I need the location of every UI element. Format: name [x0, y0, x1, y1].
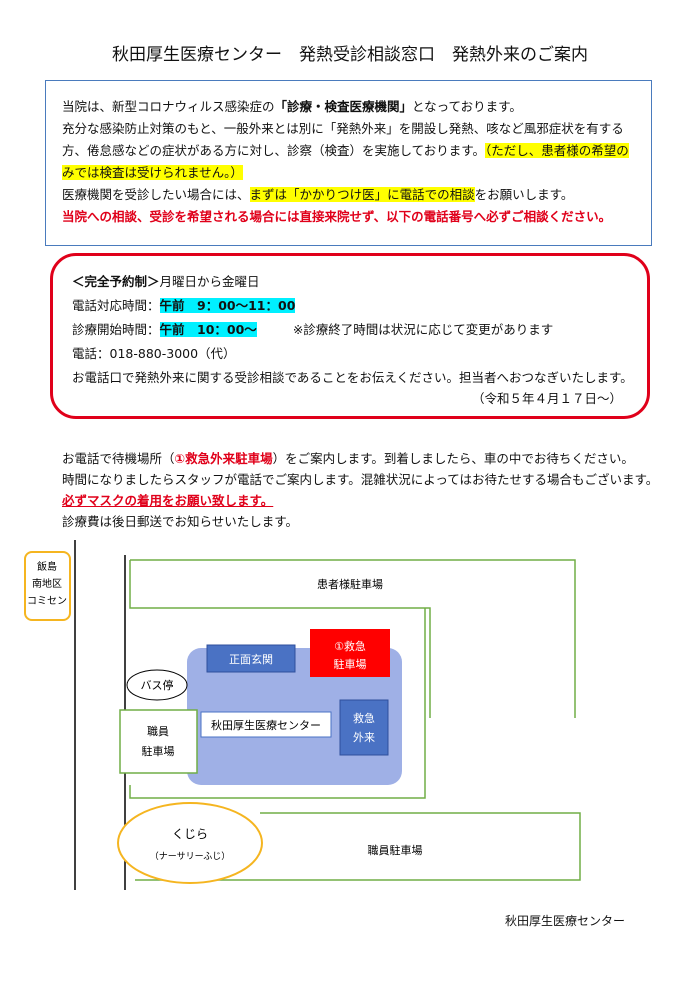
page-title: 秋田厚生医療センター 発熱受診相談窓口 発熱外来のご案内 — [112, 45, 588, 65]
kujira-sub-label: （ナーサリーふじ） — [150, 851, 230, 862]
er-parking-l2: 駐車場 — [334, 657, 367, 671]
community-center-box — [24, 551, 71, 621]
er-l1: 救急 — [353, 711, 375, 725]
schedule-text: ＜完全予約制＞月曜日から金曜日 電話対応時間：午前 9：00～11：00 診療開… — [72, 270, 633, 390]
fee-notice: 診療費は後日郵送でお知らせいたします。 — [62, 514, 299, 529]
wait-line1a: お電話で待機場所（ — [62, 451, 175, 466]
designation: 「診療・検査医療機関」 — [274, 99, 413, 114]
info-line4: みでは検査は受けられません。） — [62, 165, 243, 180]
info-line5a: 医療機関を受診したい場合には、 — [62, 187, 250, 202]
info-text: 当院は、新型コロナウィルス感染症の「診療・検査医療機関」となっております。 充分… — [62, 96, 652, 228]
footer-hospital-name: 秋田厚生医療センター — [505, 914, 626, 928]
staff-parking-small-box — [119, 709, 198, 774]
phone-number: 電話：018-880-3000（代） — [72, 346, 236, 361]
phone-hours-label: 電話対応時間： — [72, 298, 160, 313]
main-entrance-label: 正面玄関 — [229, 652, 273, 666]
site-map: 飯島 南地区 コミセン 患者様駐車場 正面玄関 ①救急 駐車場 バス停 職員 駐… — [24, 540, 581, 890]
wait-line1c: ）をご案内します。到着しましたら、車の中でお待ちください。 — [272, 451, 634, 466]
er-parking-box — [310, 629, 390, 677]
er-parking-l1: ①救急 — [334, 639, 366, 653]
staff-parking-large-outline — [135, 812, 581, 881]
bus-stop-oval — [126, 669, 188, 701]
community-center-l1: 飯島 — [37, 560, 57, 573]
schedule-heading: ＜完全予約制＞ — [72, 274, 160, 289]
schedule-instruction: お電話口で発熱外来に関する受診相談であることをお伝えください。担当者へおつなぎい… — [72, 370, 633, 385]
er-l2: 外来 — [353, 731, 375, 744]
waiting-text: お電話で待機場所（①救急外来駐車場）をご案内します。到着しましたら、車の中でお待… — [62, 448, 662, 532]
info-line1a: 当院は、新型コロナウィルス感染症の — [62, 99, 275, 114]
info-box — [45, 80, 652, 246]
info-line5b: まずは「かかりつけ医」に電話での相談 — [249, 187, 475, 202]
info-line5c: をお願いします。 — [474, 187, 574, 202]
phone-hours: 午前 9：00～11：00 — [159, 298, 296, 313]
bus-stop-label: バス停 — [141, 678, 174, 692]
wait-line2: 時間になりましたらスタッフが電話でご案内します。混雑状況によってはお待たせする場… — [62, 472, 659, 487]
info-line2: 充分な感染防止対策のもと、一般外来とは別に「発熱外来」を開設し発熱、咳など風邪症… — [62, 121, 624, 136]
info-line3a: 方、倦怠感などの症状がある方に対し、診察（検査）を実施しております。 — [62, 143, 486, 158]
er-parking-ref: ①救急外来駐車場 — [174, 451, 273, 466]
hospital-name-box — [200, 711, 332, 738]
patient-parking-outline-top — [130, 559, 576, 718]
kujira-label: くじら — [172, 827, 208, 841]
patient-parking-label: 患者様駐車場 — [317, 577, 383, 591]
info-line3b: （ただし、患者様の希望の — [485, 143, 629, 158]
er-box — [339, 699, 389, 756]
staff-parking-small-l2: 駐車場 — [142, 744, 175, 758]
kujira-oval — [117, 802, 263, 884]
patient-parking-outline-inner — [129, 560, 431, 718]
schedule-days: 月曜日から金曜日 — [159, 274, 260, 289]
schedule-date: （令和５年４月１７日～） — [471, 391, 622, 406]
clinic-time: 午前 10：00～ — [159, 322, 257, 337]
community-center-l3: コミセン — [27, 595, 67, 607]
info-line1c: となっております。 — [412, 99, 522, 114]
mask-notice: 必ずマスクの着用をお願い致します。 — [62, 493, 274, 508]
staff-parking-small-l1: 職員 — [147, 725, 169, 738]
staff-parking-large-label: 職員駐車場 — [368, 843, 423, 857]
hospital-name-label: 秋田厚生医療センター — [211, 718, 321, 732]
building-lot-outline — [129, 608, 426, 799]
clinic-label: 診療開始時間： — [72, 322, 160, 337]
schedule-box — [50, 253, 650, 419]
info-warning: 当院への相談、受診を希望される場合には直接来院せず、以下の電話番号へ必ずご相談く… — [62, 209, 612, 224]
clinic-note: ※診療終了時間は状況に応じて変更があります — [292, 322, 554, 337]
main-entrance-box — [206, 644, 296, 673]
community-center-l2: 南地区 — [32, 577, 62, 590]
